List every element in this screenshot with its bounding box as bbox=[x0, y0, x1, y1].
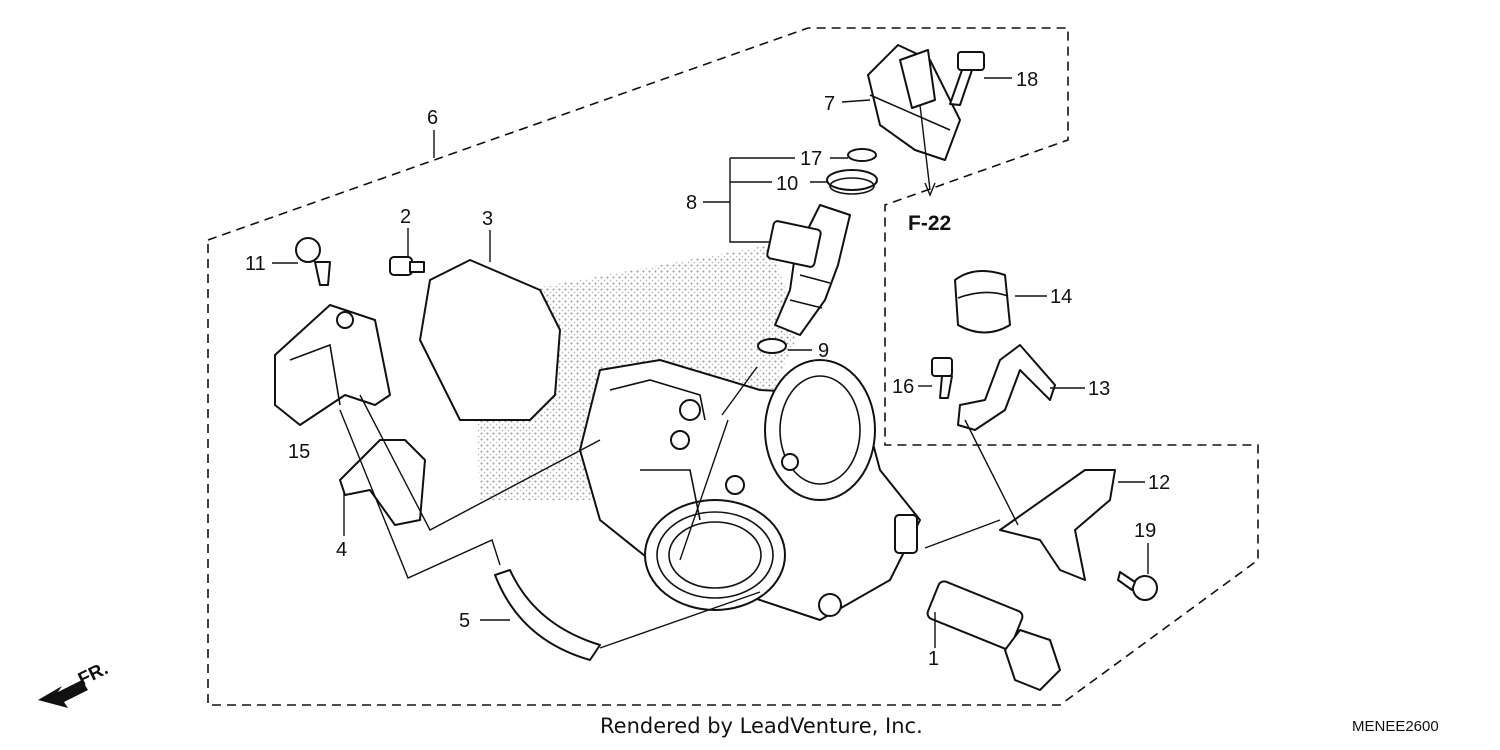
screw-19 bbox=[1117, 571, 1158, 601]
screw-2 bbox=[389, 256, 425, 276]
o-ring-9 bbox=[757, 338, 787, 354]
callout-8[interactable]: 8 bbox=[686, 192, 697, 214]
plate-4 bbox=[339, 439, 426, 526]
callout-19[interactable]: 19 bbox=[1134, 520, 1156, 542]
sensor-cover-3 bbox=[419, 259, 561, 421]
callout-10[interactable]: 10 bbox=[776, 173, 798, 195]
callout-13[interactable]: 13 bbox=[1088, 378, 1110, 400]
callout-16[interactable]: 16 bbox=[892, 376, 914, 398]
callout-3[interactable]: 3 bbox=[482, 208, 493, 230]
callout-14[interactable]: 14 bbox=[1050, 286, 1072, 308]
fuel-joint bbox=[867, 44, 961, 161]
bolt-16 bbox=[931, 357, 953, 399]
callout-2[interactable]: 2 bbox=[400, 206, 411, 228]
stay-13 bbox=[957, 344, 1056, 431]
callout-18[interactable]: 18 bbox=[1016, 69, 1038, 91]
bracket-12 bbox=[999, 469, 1116, 581]
callout-1[interactable]: 1 bbox=[928, 648, 939, 670]
leader-lines bbox=[272, 77, 1149, 649]
diagram-code: MENEE2600 bbox=[1352, 718, 1439, 735]
callout-9[interactable]: 9 bbox=[818, 340, 829, 362]
bolt-18 bbox=[949, 51, 985, 106]
seal-10 bbox=[826, 169, 878, 195]
callout-4[interactable]: 4 bbox=[336, 539, 347, 561]
callout-17[interactable]: 17 bbox=[800, 148, 822, 170]
assembly-boundary bbox=[207, 27, 1259, 706]
callout-15[interactable]: 15 bbox=[288, 441, 310, 463]
bolt-11 bbox=[295, 237, 331, 286]
fuel-injector bbox=[766, 204, 851, 336]
callout-6[interactable]: 6 bbox=[427, 107, 438, 129]
callout-12[interactable]: 12 bbox=[1148, 472, 1170, 494]
callout-11[interactable]: 11 bbox=[245, 253, 266, 275]
sensor-15 bbox=[274, 304, 391, 426]
idle-control-valve bbox=[926, 580, 1061, 691]
hose-5 bbox=[494, 569, 601, 661]
o-ring-17 bbox=[847, 148, 877, 162]
figure-reference[interactable]: F-22 bbox=[908, 212, 951, 235]
credit-text: Rendered by LeadVenture, Inc. bbox=[600, 714, 923, 738]
throttle-body bbox=[579, 359, 921, 621]
front-arrow-icon bbox=[38, 680, 88, 708]
callout-7[interactable]: 7 bbox=[824, 93, 835, 115]
callout-5[interactable]: 5 bbox=[459, 610, 470, 632]
rubber-mount-14 bbox=[954, 270, 1011, 334]
